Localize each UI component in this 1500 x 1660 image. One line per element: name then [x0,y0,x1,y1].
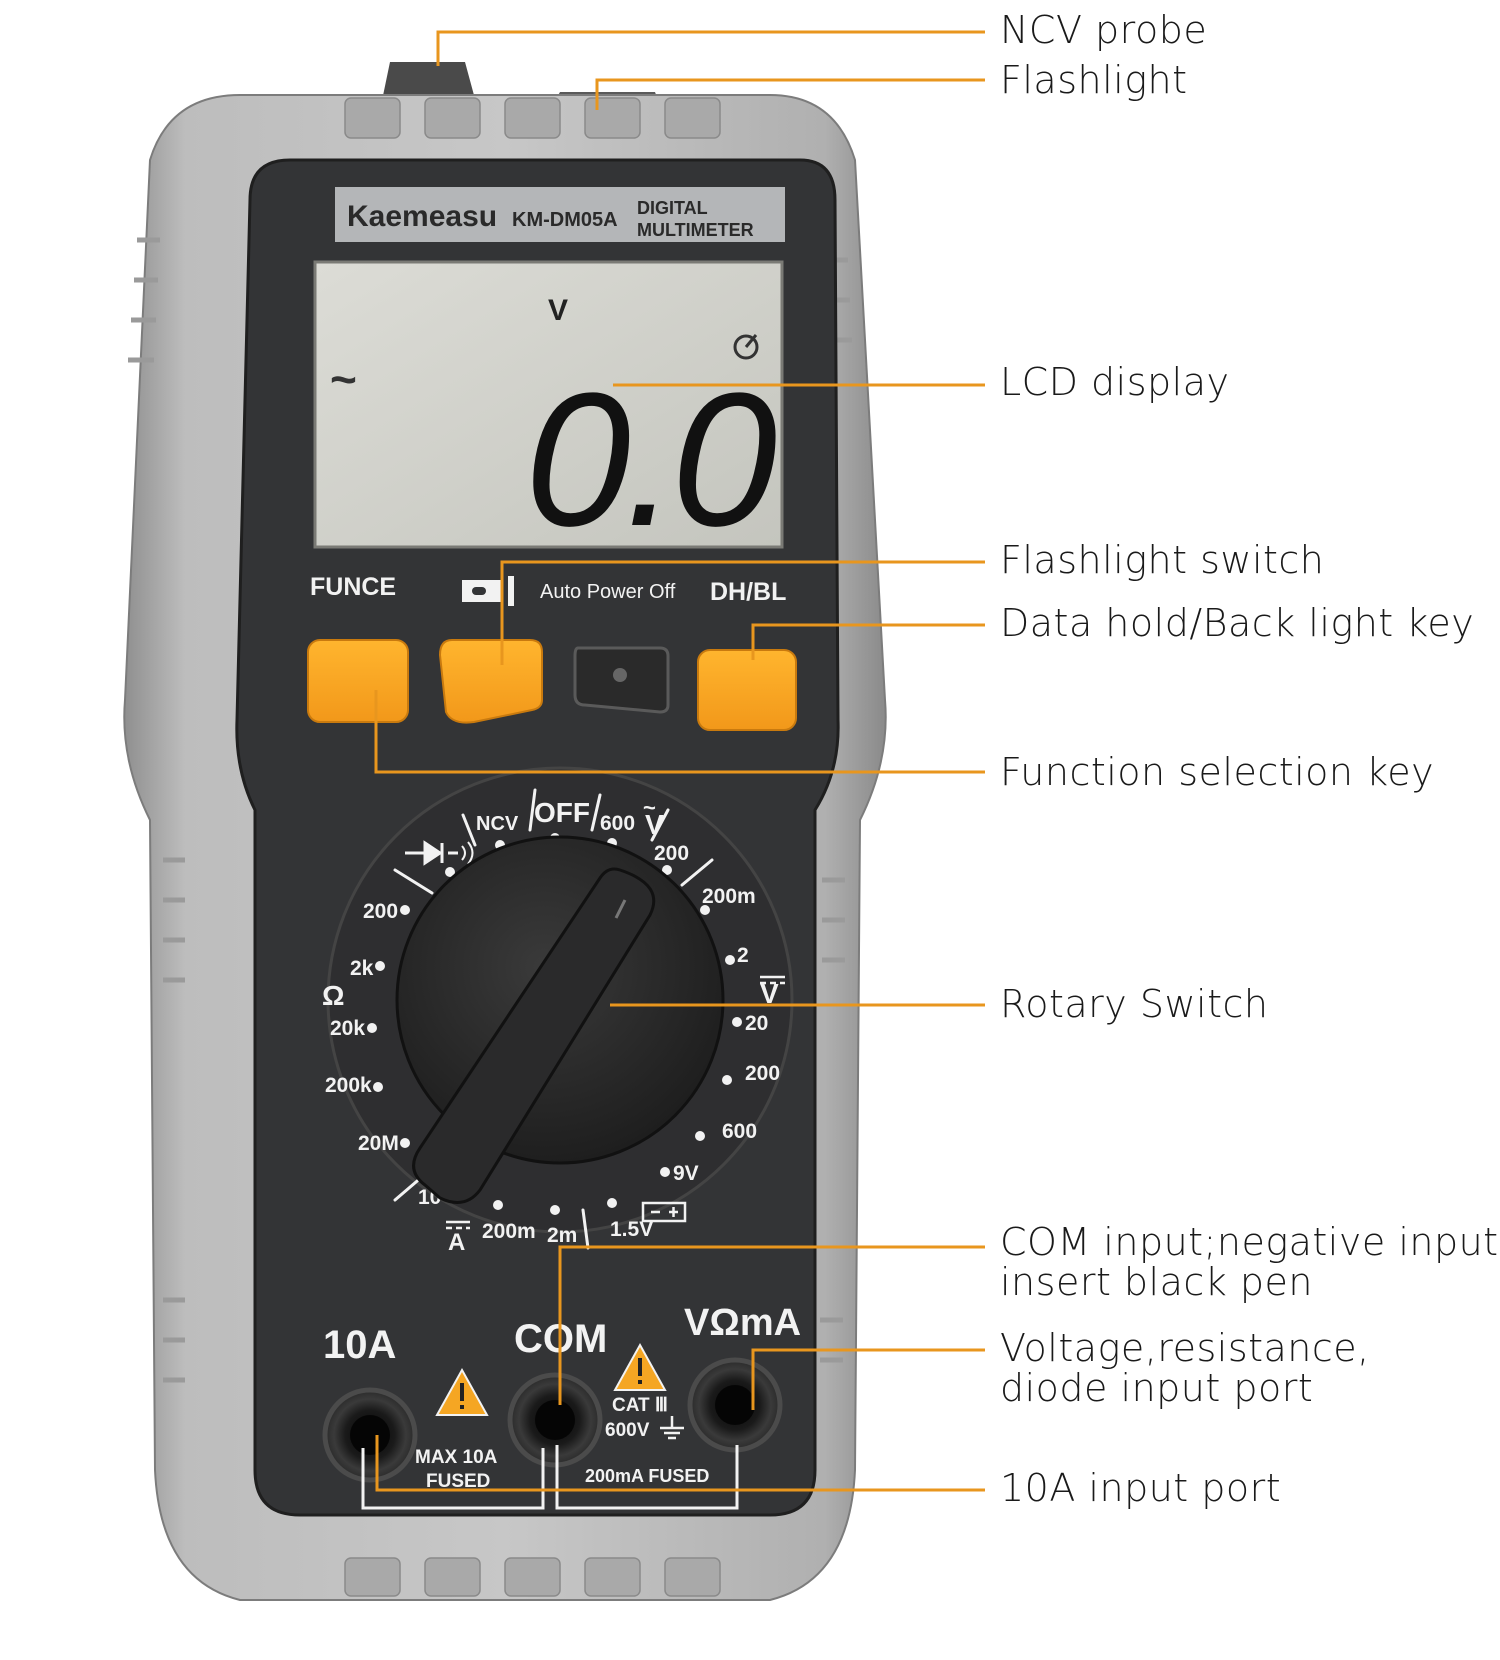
leader-dhbl [751,623,985,660]
leader-flash [595,78,985,110]
max-10a-text: MAX 10A [415,1447,498,1468]
case-top-ridges [344,97,721,139]
dial-batt-9v: 9V [673,1162,699,1185]
light-sensor-icon [613,668,627,682]
dcv-line-icon [760,975,785,985]
lcd-unit: V [548,294,568,327]
dial-ohm-200: 200 [363,900,398,923]
callout-10a-input-port: 10A input port [1000,1466,1282,1510]
funce-label: FUNCE [310,573,396,601]
dhbl-label: DH/BL [710,578,786,606]
dial-dcv-200m: 200m [702,885,756,908]
ground-icon [660,1416,684,1440]
device-type-line2: MULTIMETER [637,220,754,240]
dial-acv-tilde: ~ [643,795,656,820]
port-vohm-jack[interactable] [687,1357,783,1453]
auto-power-off-label: Auto Power Off [540,581,676,603]
dial-dcv-200: 200 [745,1062,780,1085]
lcd-reading: 0.0 [525,354,776,566]
diode-continuity-icon [405,840,474,866]
callout-voltage-port-line1: Voltage,resistance, [1000,1326,1370,1370]
callout-com-input-line2: insert black pen [1000,1260,1313,1304]
dial-off: OFF [534,797,590,828]
dial-ohm-20k: 20k [330,1017,365,1040]
dial-batt-15v: 1.5V [610,1218,653,1241]
callout-voltage-port-line2: diode input port [1000,1366,1314,1410]
lcd-screen [313,260,784,549]
dial-dcv-20: 20 [745,1012,768,1035]
lcd-ac-symbol: ~ [330,353,357,405]
case-bottom-ridges [344,1557,721,1597]
fused-text: FUSED [426,1471,490,1492]
case-side-grips [128,237,852,1383]
callout-flashlight-switch: Flashlight switch [1000,538,1325,582]
cat-rating-text: CAT Ⅲ [612,1395,668,1416]
dial-dca-200m: 200m [482,1220,536,1243]
dial-ohm-2k: 2k [350,957,374,980]
brand-strip [335,187,785,242]
callout-function-selection-key: Function selection key [1000,750,1435,794]
knob-pointer-mark [614,899,627,919]
flashlight-switch-button[interactable] [438,639,543,724]
dca-line-icon [446,1220,470,1230]
dial-acv-symbol: V [645,809,664,840]
port-vohm-label: VΩmA [684,1302,801,1344]
dial-ohm-200k: 200k [325,1074,372,1097]
dial-ohm-symbol: Ω [322,980,344,1011]
dial-dcv-2: 2 [737,944,749,967]
leader-ncv [436,30,985,66]
leader-func [374,690,985,774]
rotary-knob-handle[interactable] [412,867,656,1204]
battery-icon [641,1201,687,1223]
flashlight-symbol-icon [462,576,514,606]
brand-name: Kaemeasu [347,200,497,233]
dial-dcv-600: 600 [722,1120,757,1143]
model-number: KM-DM05A [512,209,618,231]
leader-vohm [751,1348,985,1410]
callout-data-hold-backlight-key: Data hold/Back light key [1000,601,1475,645]
warning-triangle-icon [435,1367,489,1416]
dial-ohm-20m: 20M [358,1132,399,1155]
dial-dcv-symbol: V [760,978,779,1009]
dial-ncv: NCV [476,813,519,835]
auto-power-off-icon [733,334,759,360]
dial-acv-200: 200 [654,842,689,865]
funce-button[interactable] [307,639,409,723]
port-com-jack[interactable] [507,1372,603,1468]
dial-dca-2m: 2m [547,1224,577,1247]
device-type-line1: DIGITAL [637,198,708,218]
callout-rotary-switch: Rotary Switch [1000,982,1269,1026]
callout-com-input-line1: COM input;negative input, [1000,1220,1500,1264]
callout-lcd-display: LCD display [1000,360,1230,404]
callout-leader-lines [374,30,985,1492]
dial-acv-600: 600 [600,812,635,835]
fuse-brackets [361,1445,739,1510]
200ma-fused-text: 200mA FUSED [585,1466,709,1486]
leader-10a [375,1435,985,1492]
warning-triangle-icon-2 [613,1342,667,1391]
leader-com [558,1245,985,1405]
dial-dca-symbol: A [448,1229,465,1256]
leader-flash-switch [500,560,985,665]
callout-ncv-probe: NCV probe [1000,8,1208,52]
callout-flashlight: Flashlight [1000,58,1188,102]
port-10a-label: 10A [323,1323,396,1367]
600v-text: 600V [605,1420,650,1441]
dhbl-button[interactable] [697,649,797,731]
port-10a-jack[interactable] [322,1387,418,1483]
